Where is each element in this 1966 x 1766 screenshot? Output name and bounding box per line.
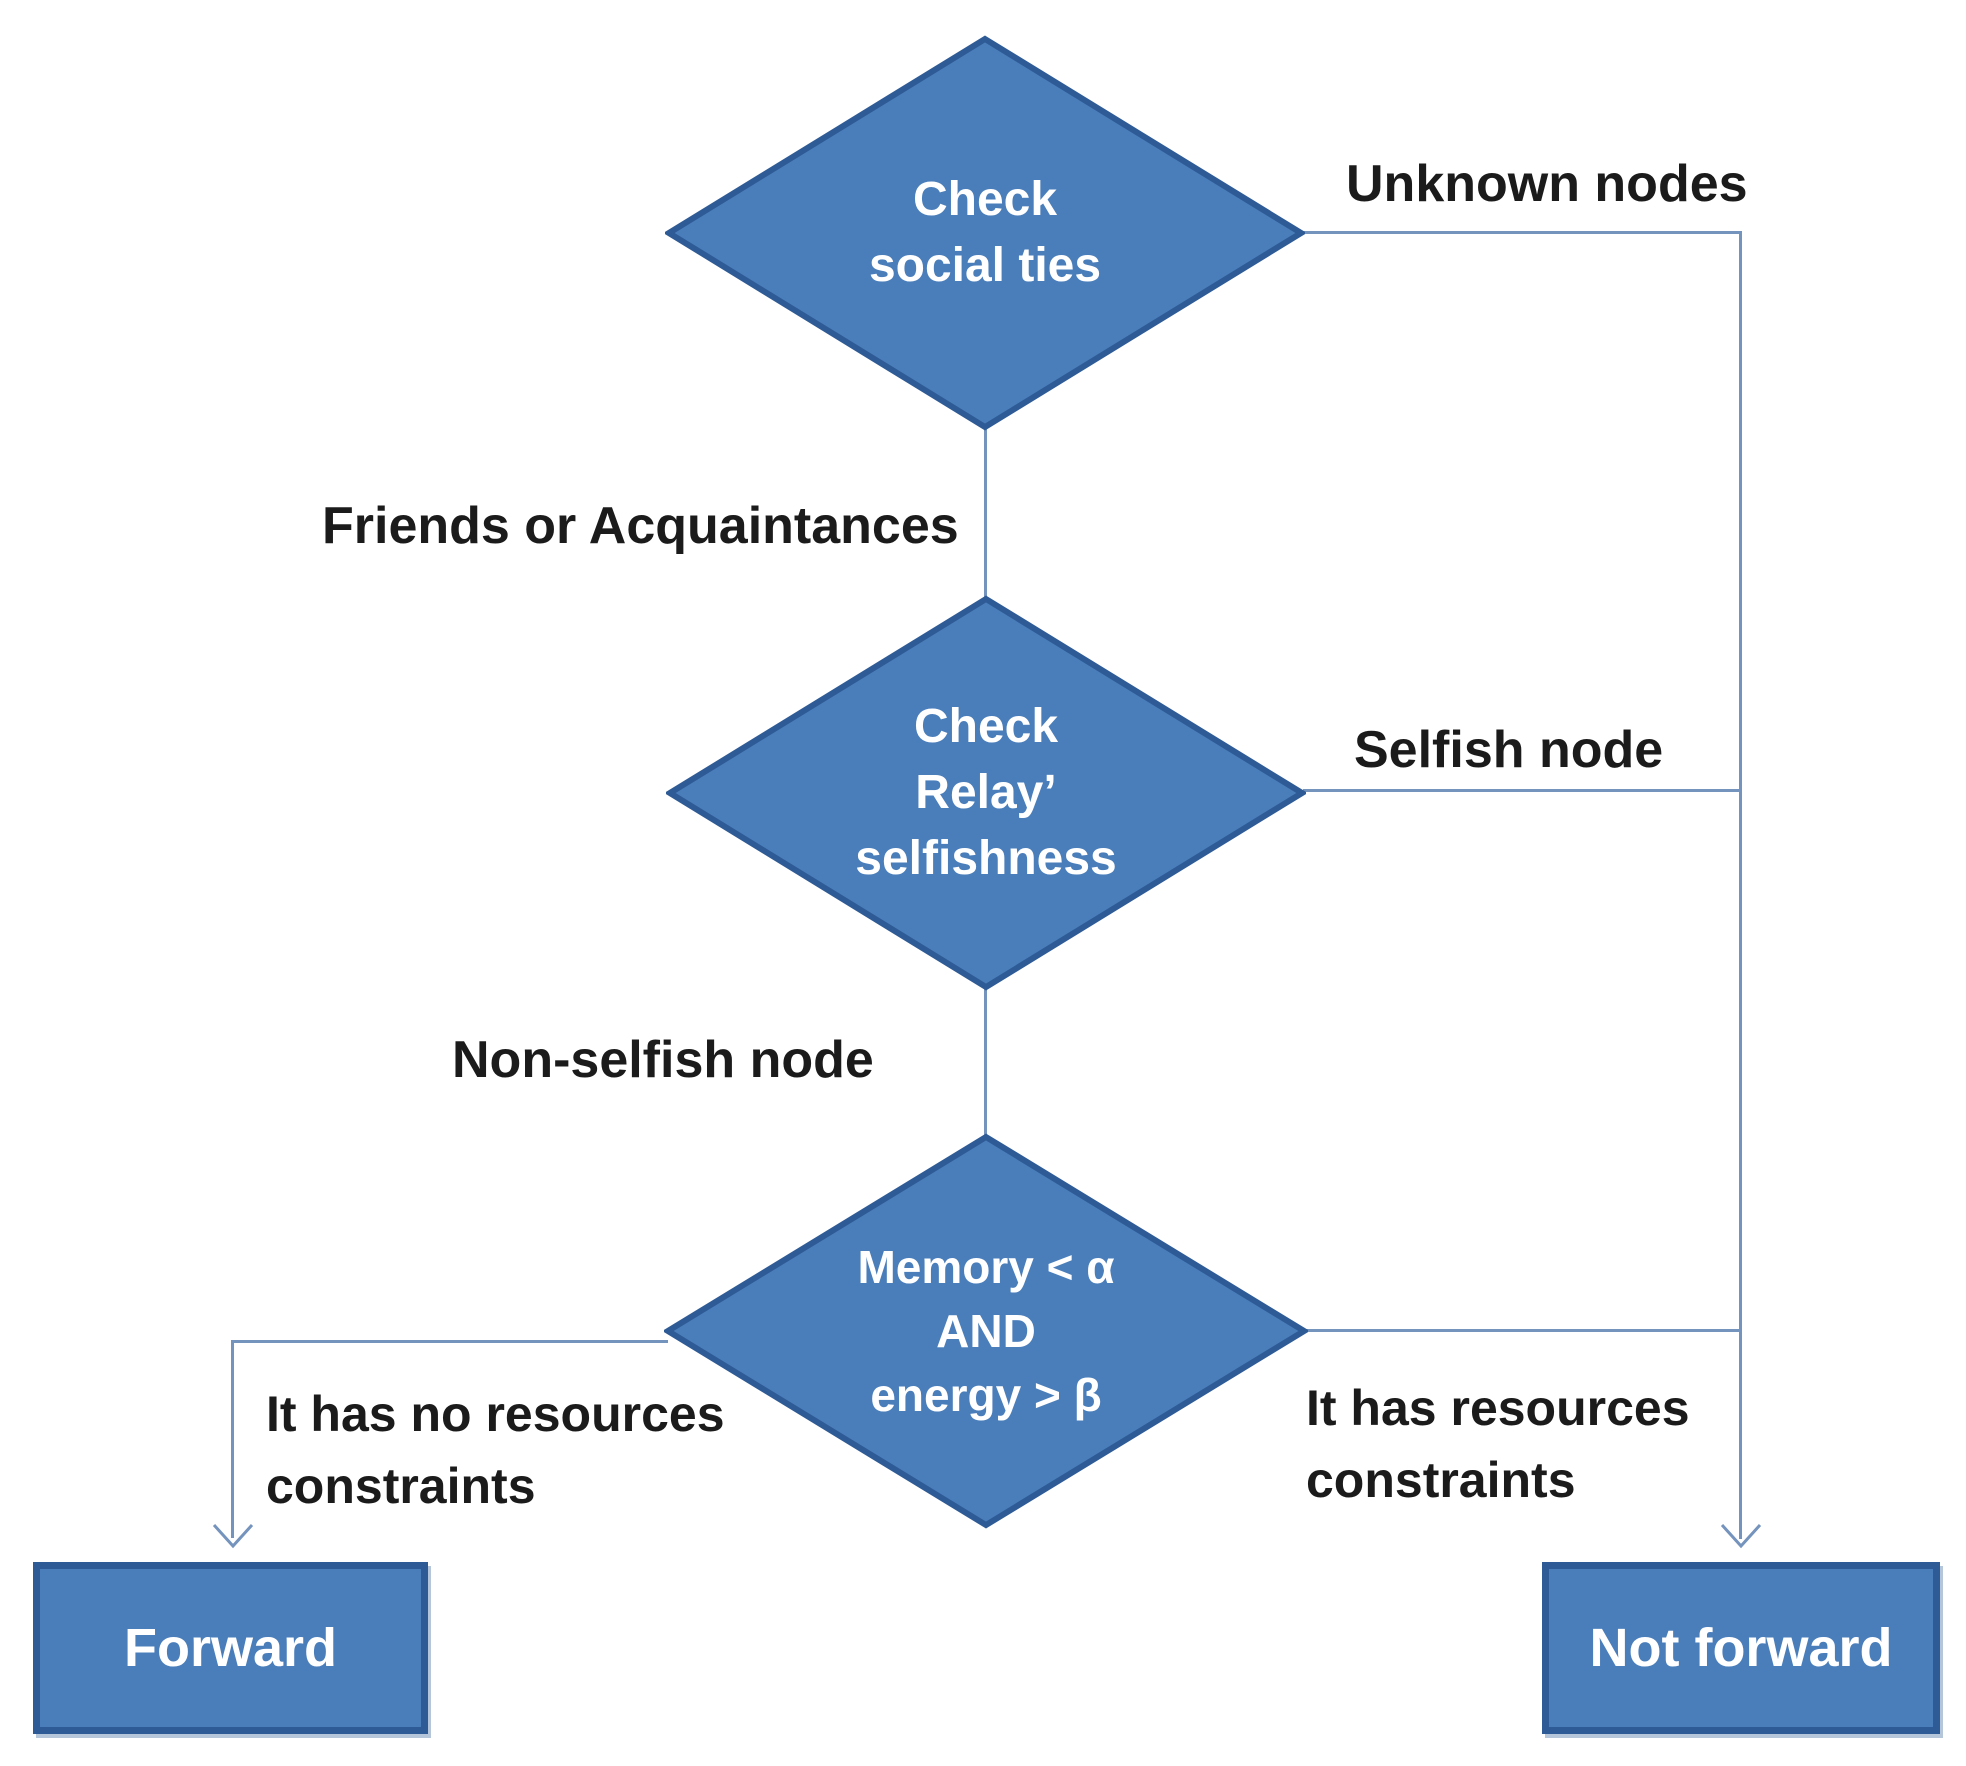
edge-label-line: It has resources [1306,1380,1690,1436]
edge-social-to-relay [984,429,987,599]
decision-resource-condition: Memory < α AND energy > β [664,1133,1308,1529]
process-not-forward-box: Not forward [1542,1562,1940,1734]
process-forward-box: Forward [33,1562,428,1734]
edge-label-non-selfish-node: Non-selfish node [452,1031,874,1089]
edge-label-no-resource-constraints: It has no resources constraints [266,1378,725,1522]
diamond-shape [666,595,1306,991]
decision-label-line: AND [936,1305,1036,1357]
decision-text: Check Relay’ selfishness [666,595,1306,991]
decision-label-line: energy > β [870,1369,1102,1421]
decision-label-line: social ties [868,239,1102,292]
process-label: Forward [123,1618,338,1678]
edge-social-to-rail [1300,231,1742,234]
arrow-down-icon [1720,1523,1762,1549]
edge-relay-to-memory [984,985,987,1140]
edge-label-line: constraints [1306,1452,1576,1508]
edge-label-resource-constraints: It has resources constraints [1306,1372,1690,1516]
decision-text: Check social ties [665,35,1305,431]
decision-label-line: selfishness [855,832,1117,885]
edge-left-rail [231,1340,234,1538]
edge-label-friends-or-acquaintances: Friends or Acquaintances [322,497,959,555]
edge-label-line: It has no resources [266,1386,725,1442]
diamond-shape [665,35,1305,431]
edge-label-unknown-nodes: Unknown nodes [1346,155,1748,213]
decision-label-line: Memory < α [857,1241,1115,1293]
edge-selfish-to-rail [1303,789,1742,792]
edge-noconstraints-left [231,1340,668,1343]
edge-constraints-to-rail [1306,1329,1742,1332]
decision-label-line: Check [913,700,1059,753]
decision-check-relay-selfishness: Check Relay’ selfishness [666,595,1306,991]
edge-right-rail [1739,231,1742,1539]
decision-text: Memory < α AND energy > β [664,1133,1308,1529]
arrow-down-icon [212,1523,254,1549]
decision-label-line: Relay’ [915,766,1057,819]
edge-label-line: constraints [266,1458,536,1514]
decision-check-social-ties: Check social ties [665,35,1305,431]
edge-label-selfish-node: Selfish node [1354,721,1664,779]
process-label: Not forward [1589,1618,1893,1678]
diamond-shape [664,1133,1308,1529]
decision-label-line: Check [912,173,1058,226]
